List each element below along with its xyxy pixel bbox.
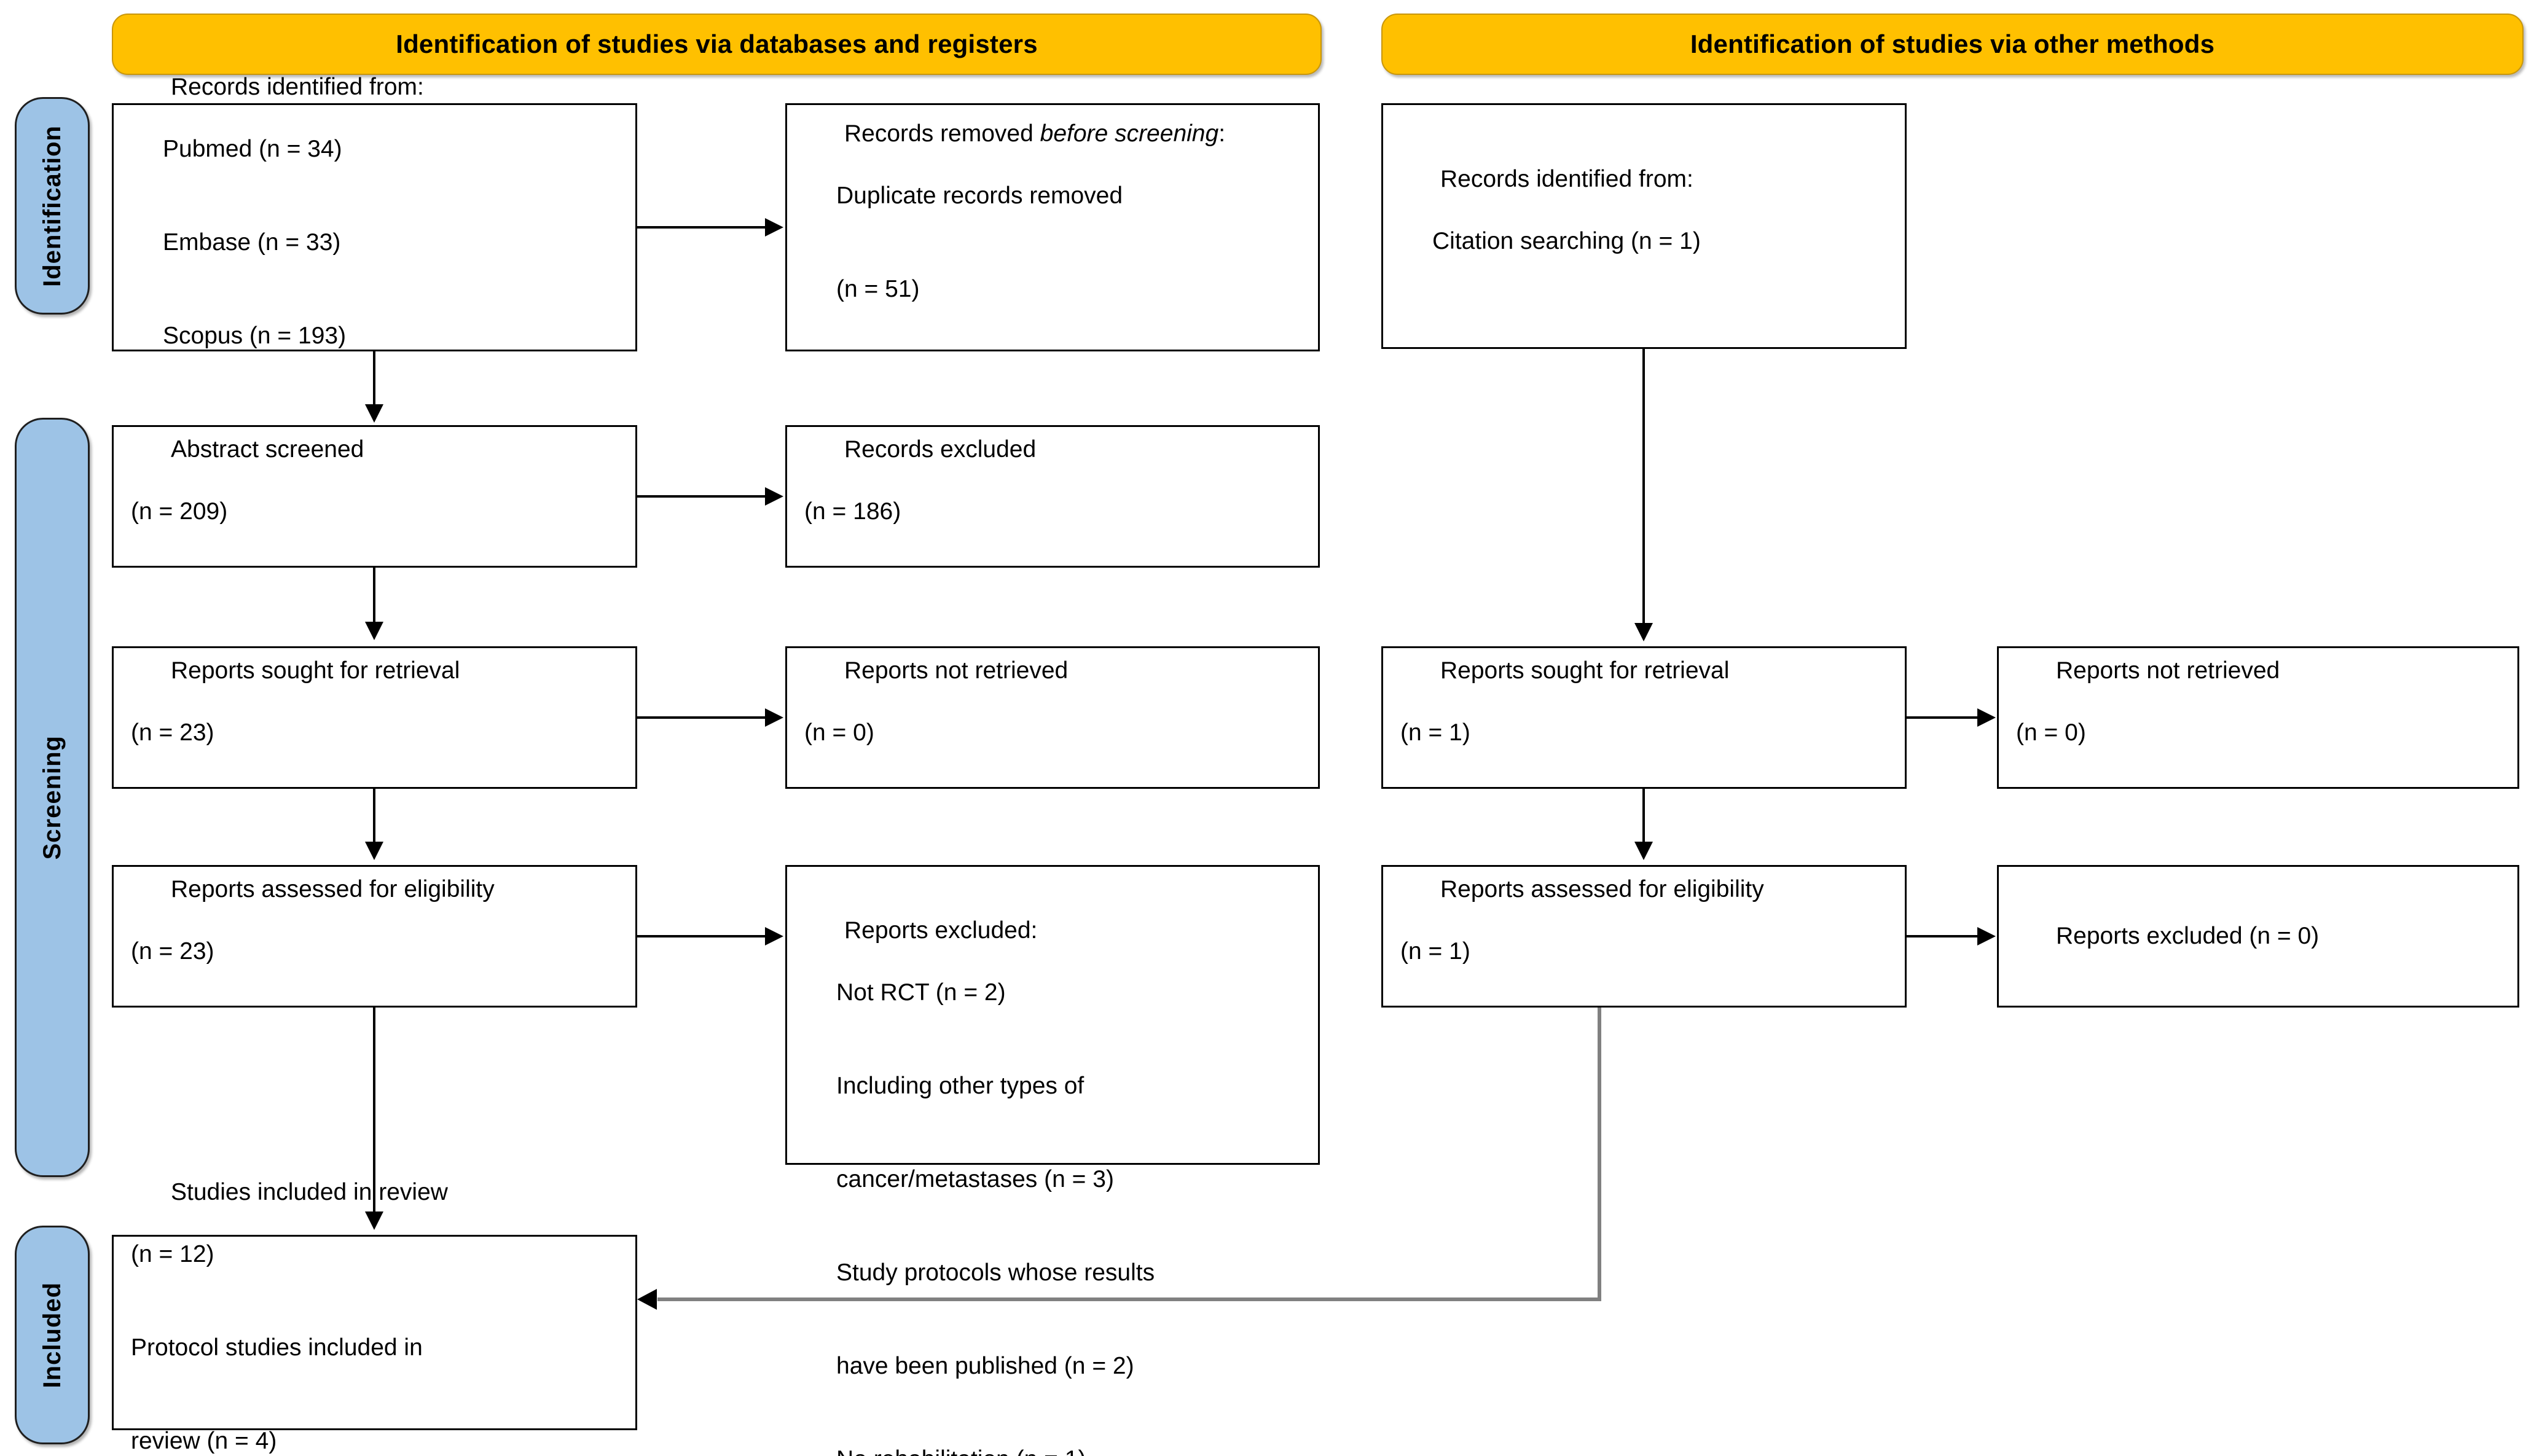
reports-excluded-right-line1: Reports excluded (n = 0): [2056, 922, 2320, 949]
records-removed-line3: (n = 51): [836, 276, 920, 303]
records-identified-line4: Scopus (n = 193): [163, 323, 347, 350]
reports-assessed-left-line1: Reports assessed for eligibility: [171, 875, 495, 902]
box-reports-sought-right: Reports sought for retrieval (n = 1): [1381, 646, 1907, 789]
box-records-identified-other: Records identified from: Citation search…: [1381, 103, 1907, 349]
box-reports-excluded-right: Reports excluded (n = 0): [1997, 865, 2519, 1008]
arrowhead-sought-right-to-assessed: [1634, 842, 1653, 860]
reports-excluded-left-line6: have been published (n = 2): [836, 1353, 1134, 1380]
reports-assessed-right-line1: Reports assessed for eligibility: [1440, 875, 1764, 902]
banner-databases-registers-label: Identification of studies via databases …: [396, 29, 1038, 58]
box-reports-sought-left: Reports sought for retrieval (n = 23): [112, 646, 637, 789]
reports-not-retrieved-left-line1: Reports not retrieved: [844, 657, 1069, 684]
records-excluded-line2: (n = 186): [804, 498, 901, 525]
connector-sought-to-assessed: [373, 789, 375, 844]
records-identified-line1: Records identified from:: [171, 73, 424, 100]
records-removed-line2: Duplicate records removed: [836, 182, 1123, 209]
connector-abstract-to-excluded: [637, 495, 767, 498]
reports-excluded-left-line3: Including other types of: [836, 1073, 1085, 1100]
connector-identified-to-abstract: [373, 351, 375, 407]
arrowhead-identified-to-removed: [765, 218, 783, 237]
abstract-screened-line1: Abstract screened: [171, 436, 364, 463]
banner-other-methods: Identification of studies via other meth…: [1381, 14, 2524, 75]
arrowhead-assessed-right-to-excluded: [1977, 927, 1996, 945]
reports-not-retrieved-left-line2: (n = 0): [804, 719, 874, 746]
stage-label-included-text: Included: [38, 1282, 66, 1388]
connector-sought-right-to-notretrieved: [1907, 716, 1979, 719]
arrowhead-sought-to-assessed: [365, 842, 383, 860]
connector-sought-to-notretrieved: [637, 716, 767, 719]
reports-not-retrieved-right-line1: Reports not retrieved: [2056, 657, 2280, 684]
reports-excluded-left-line5: Study protocols whose results: [836, 1259, 1155, 1286]
banner-other-methods-label: Identification of studies via other meth…: [1690, 29, 2215, 58]
arrowhead-abstract-to-sought: [365, 622, 383, 640]
connector-assessed-to-included: [373, 1008, 375, 1213]
studies-included-line3: Protocol studies included in: [131, 1334, 423, 1361]
stage-label-screening-text: Screening: [38, 735, 66, 860]
arrowhead-identified-other-to-sought: [1634, 623, 1653, 641]
records-identified-line2: Pubmed (n = 34): [163, 135, 342, 162]
stage-label-identification: Identification: [15, 97, 90, 315]
reports-assessed-right-line2: (n = 1): [1400, 938, 1470, 965]
arrowhead-right-to-included: [637, 1289, 657, 1310]
box-records-removed: Records removed before screening: Duplic…: [785, 103, 1320, 351]
studies-included-line4: review (n = 4): [131, 1428, 277, 1455]
abstract-screened-line2: (n = 209): [131, 498, 228, 525]
records-identified-other-line2: Citation searching (n = 1): [1432, 228, 1701, 254]
connector-assessed-right-to-excluded: [1907, 935, 1979, 937]
reports-excluded-left-line2: Not RCT (n = 2): [836, 979, 1006, 1006]
box-records-excluded: Records excluded (n = 186): [785, 425, 1320, 568]
connector-identified-other-to-sought: [1642, 349, 1645, 625]
studies-included-line2: (n = 12): [131, 1240, 214, 1267]
stage-label-screening: Screening: [15, 418, 90, 1177]
connector-sought-right-to-assessed: [1642, 789, 1645, 844]
reports-not-retrieved-right-line2: (n = 0): [2016, 719, 2086, 746]
banner-databases-registers: Identification of studies via databases …: [112, 14, 1322, 75]
records-removed-line1a: Records removed: [844, 120, 1040, 147]
arrowhead-assessed-to-excluded: [765, 927, 783, 945]
records-removed-line1c: :: [1218, 120, 1226, 147]
box-reports-assessed-left: Reports assessed for eligibility (n = 23…: [112, 865, 637, 1008]
box-reports-assessed-right: Reports assessed for eligibility (n = 1): [1381, 865, 1907, 1008]
reports-assessed-left-line2: (n = 23): [131, 938, 214, 965]
arrowhead-sought-to-notretrieved: [765, 708, 783, 727]
records-excluded-line1: Records excluded: [844, 436, 1037, 463]
arrowhead-identified-to-abstract: [365, 404, 383, 423]
box-abstract-screened: Abstract screened (n = 209): [112, 425, 637, 568]
box-reports-not-retrieved-right: Reports not retrieved (n = 0): [1997, 646, 2519, 789]
connector-right-to-included-horizontal: [657, 1297, 1601, 1301]
reports-excluded-left-line4: cancer/metastases (n = 3): [836, 1166, 1114, 1193]
arrowhead-assessed-to-included: [365, 1211, 383, 1230]
box-studies-included: Studies included in review (n = 12) Prot…: [112, 1179, 637, 1454]
connector-identified-to-removed: [637, 226, 767, 229]
records-identified-other-line1: Records identified from:: [1440, 165, 1693, 192]
arrowhead-abstract-to-excluded: [765, 487, 783, 506]
arrowhead-sought-right-to-notretrieved: [1977, 708, 1996, 727]
reports-sought-right-line1: Reports sought for retrieval: [1440, 657, 1730, 684]
connector-abstract-to-sought: [373, 568, 375, 623]
reports-excluded-left-line7: No rehabilitation (n = 1): [804, 1444, 1155, 1456]
records-identified-line3: Embase (n = 33): [163, 229, 341, 256]
stage-label-included: Included: [15, 1226, 90, 1444]
connector-assessed-to-excluded: [637, 935, 767, 937]
reports-sought-left-line2: (n = 23): [131, 719, 214, 746]
reports-sought-right-line2: (n = 1): [1400, 719, 1470, 746]
stage-label-identification-text: Identification: [38, 125, 66, 287]
box-records-identified: Records identified from: Pubmed (n = 34)…: [112, 74, 637, 351]
reports-excluded-left-line1: Reports excluded:: [844, 917, 1038, 944]
connector-right-to-included-vertical: [1598, 1008, 1601, 1301]
reports-sought-left-line1: Reports sought for retrieval: [171, 657, 460, 684]
box-reports-not-retrieved-left: Reports not retrieved (n = 0): [785, 646, 1320, 789]
box-reports-excluded-left: Reports excluded: Not RCT (n = 2) Includ…: [785, 865, 1320, 1456]
records-removed-line1b: before screening: [1040, 120, 1219, 147]
studies-included-line1: Studies included in review: [171, 1178, 448, 1205]
